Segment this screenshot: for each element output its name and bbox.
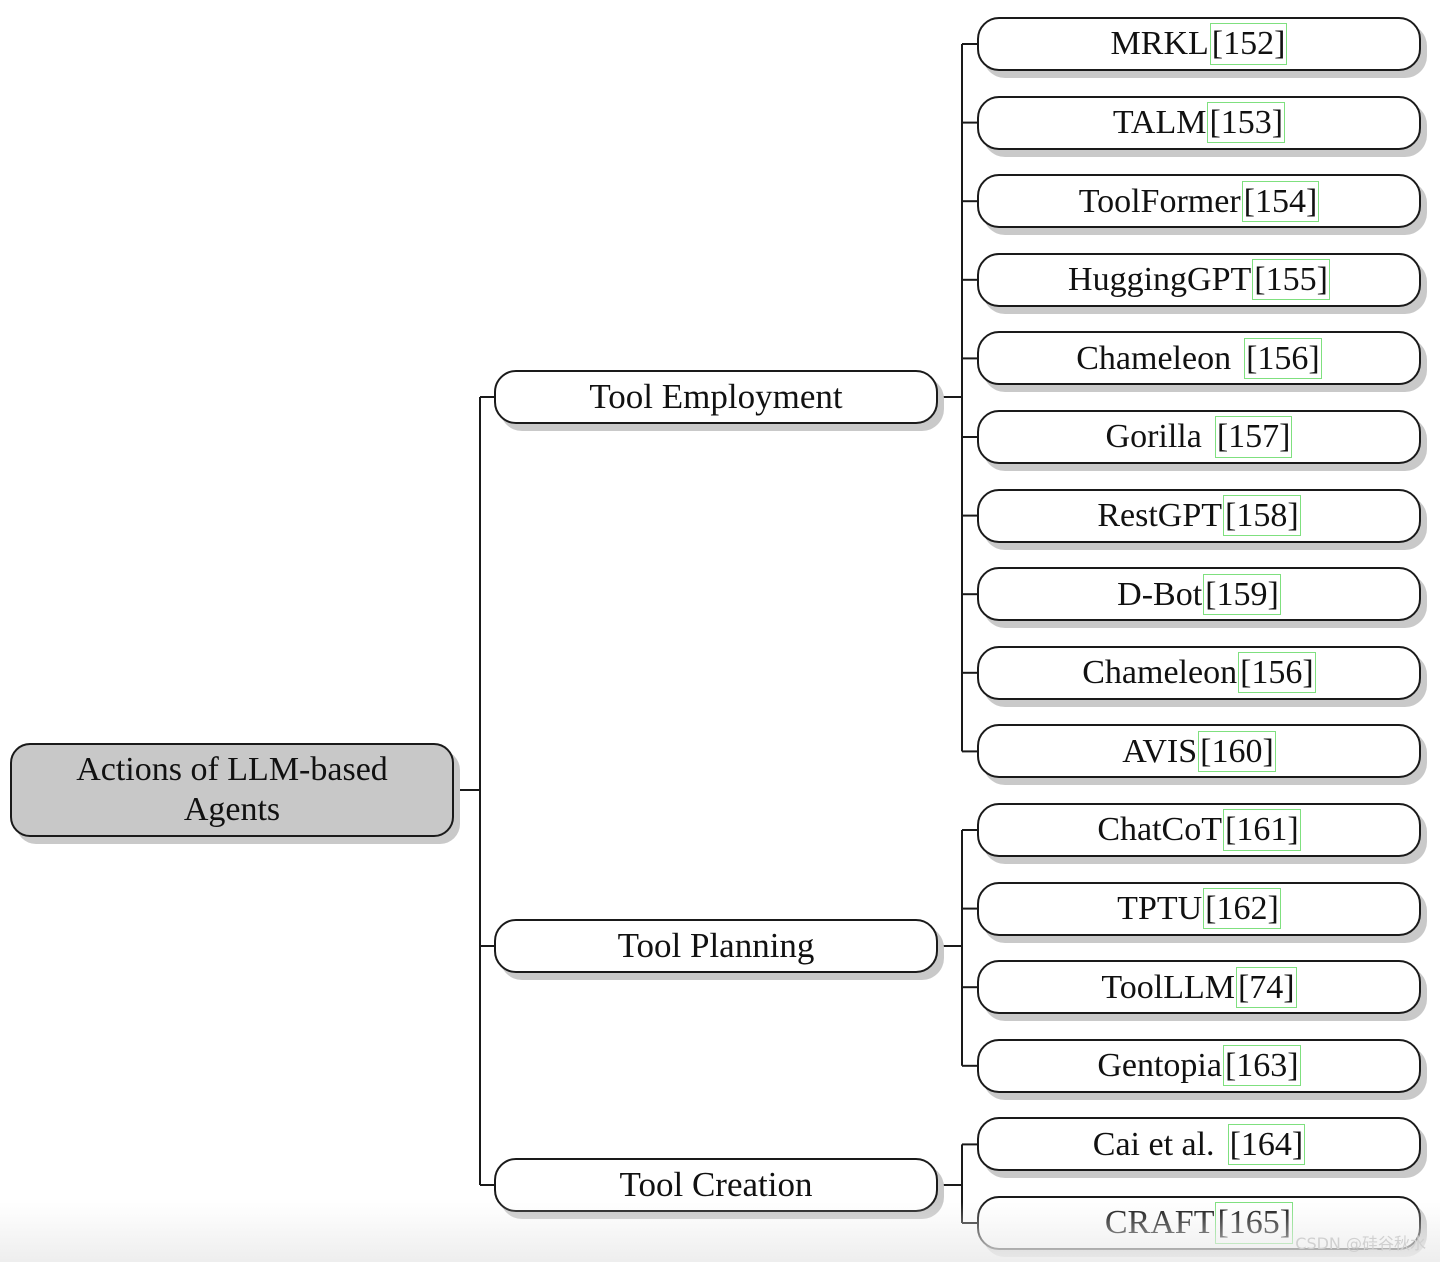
leaf-node: ToolFormer[154] bbox=[977, 174, 1421, 229]
leaf-name: D-Bot bbox=[1117, 575, 1203, 613]
leaf-name: Gentopia bbox=[1097, 1047, 1222, 1085]
leaf-name: ChatCoT bbox=[1097, 811, 1222, 849]
leaf-name: RestGPT bbox=[1097, 497, 1223, 535]
leaf-name: TALM bbox=[1112, 104, 1207, 142]
branch-label: Tool Employment bbox=[589, 376, 843, 416]
leaf-node: ToolLLM[74] bbox=[977, 960, 1421, 1015]
leaf-name: ToolFormer bbox=[1078, 182, 1241, 220]
branch-label: Tool Planning bbox=[617, 925, 815, 965]
leaf-node: Cai et al. [164] bbox=[977, 1117, 1421, 1172]
leaf-node: RestGPT[158] bbox=[977, 488, 1421, 543]
citation-link[interactable]: [156] bbox=[1244, 337, 1322, 379]
leaf-node: Chameleon [156] bbox=[977, 331, 1421, 386]
citation-link[interactable]: [156] bbox=[1238, 652, 1316, 694]
branch-label: Tool Creation bbox=[619, 1164, 813, 1204]
leaf-node: Gorilla [157] bbox=[977, 410, 1421, 464]
leaf-node: HuggingGPT[155] bbox=[977, 252, 1421, 307]
citation-link[interactable]: [162] bbox=[1203, 888, 1281, 930]
bottom-fade bbox=[0, 1202, 1440, 1262]
branch-node-tool-employment: Tool Employment bbox=[494, 370, 938, 424]
leaf-name: Cai et al. bbox=[1092, 1125, 1215, 1163]
leaf-node: TALM[153] bbox=[977, 95, 1421, 150]
citation-link[interactable]: [152] bbox=[1209, 23, 1288, 65]
citation-link[interactable]: [164] bbox=[1227, 1123, 1306, 1165]
root-node: Actions of LLM-based Agents bbox=[10, 743, 454, 837]
leaf-name: AVIS bbox=[1122, 732, 1198, 770]
citation-link[interactable]: [161] bbox=[1223, 809, 1301, 851]
leaf-node: AVIS[160] bbox=[977, 724, 1421, 779]
citation-link[interactable]: [159] bbox=[1203, 573, 1281, 615]
branch-node-tool-planning: Tool Planning bbox=[494, 919, 938, 973]
leaf-name: Gorilla bbox=[1105, 418, 1202, 456]
citation-link[interactable]: [163] bbox=[1222, 1045, 1301, 1087]
leaf-node: MRKL[152] bbox=[977, 17, 1421, 71]
leaf-name: TPTU bbox=[1117, 890, 1203, 928]
leaf-name: MRKL bbox=[1110, 25, 1209, 63]
leaf-name: HuggingGPT bbox=[1068, 261, 1252, 299]
citation-link[interactable]: [153] bbox=[1207, 102, 1286, 144]
root-label: Actions of LLM-based Agents bbox=[76, 751, 388, 828]
citation-link[interactable]: [74] bbox=[1235, 966, 1297, 1008]
leaf-node: Chameleon[156] bbox=[977, 645, 1421, 700]
leaf-node: TPTU[162] bbox=[977, 881, 1421, 936]
citation-link[interactable]: [155] bbox=[1252, 259, 1330, 301]
leaf-name: Chameleon bbox=[1082, 654, 1238, 692]
citation-link[interactable]: [160] bbox=[1198, 730, 1276, 772]
citation-link[interactable]: [157] bbox=[1214, 416, 1293, 458]
leaf-node: Gentopia[163] bbox=[977, 1038, 1421, 1093]
citation-link[interactable]: [154] bbox=[1241, 180, 1320, 222]
leaf-name: Chameleon bbox=[1076, 339, 1232, 377]
leaf-node: D-Bot[159] bbox=[977, 567, 1421, 622]
watermark: CSDN @硅谷秋水 bbox=[1295, 1234, 1426, 1253]
leaf-node: ChatCoT[161] bbox=[977, 803, 1421, 857]
citation-link[interactable]: [158] bbox=[1223, 495, 1301, 537]
leaf-name: ToolLLM bbox=[1101, 968, 1235, 1006]
